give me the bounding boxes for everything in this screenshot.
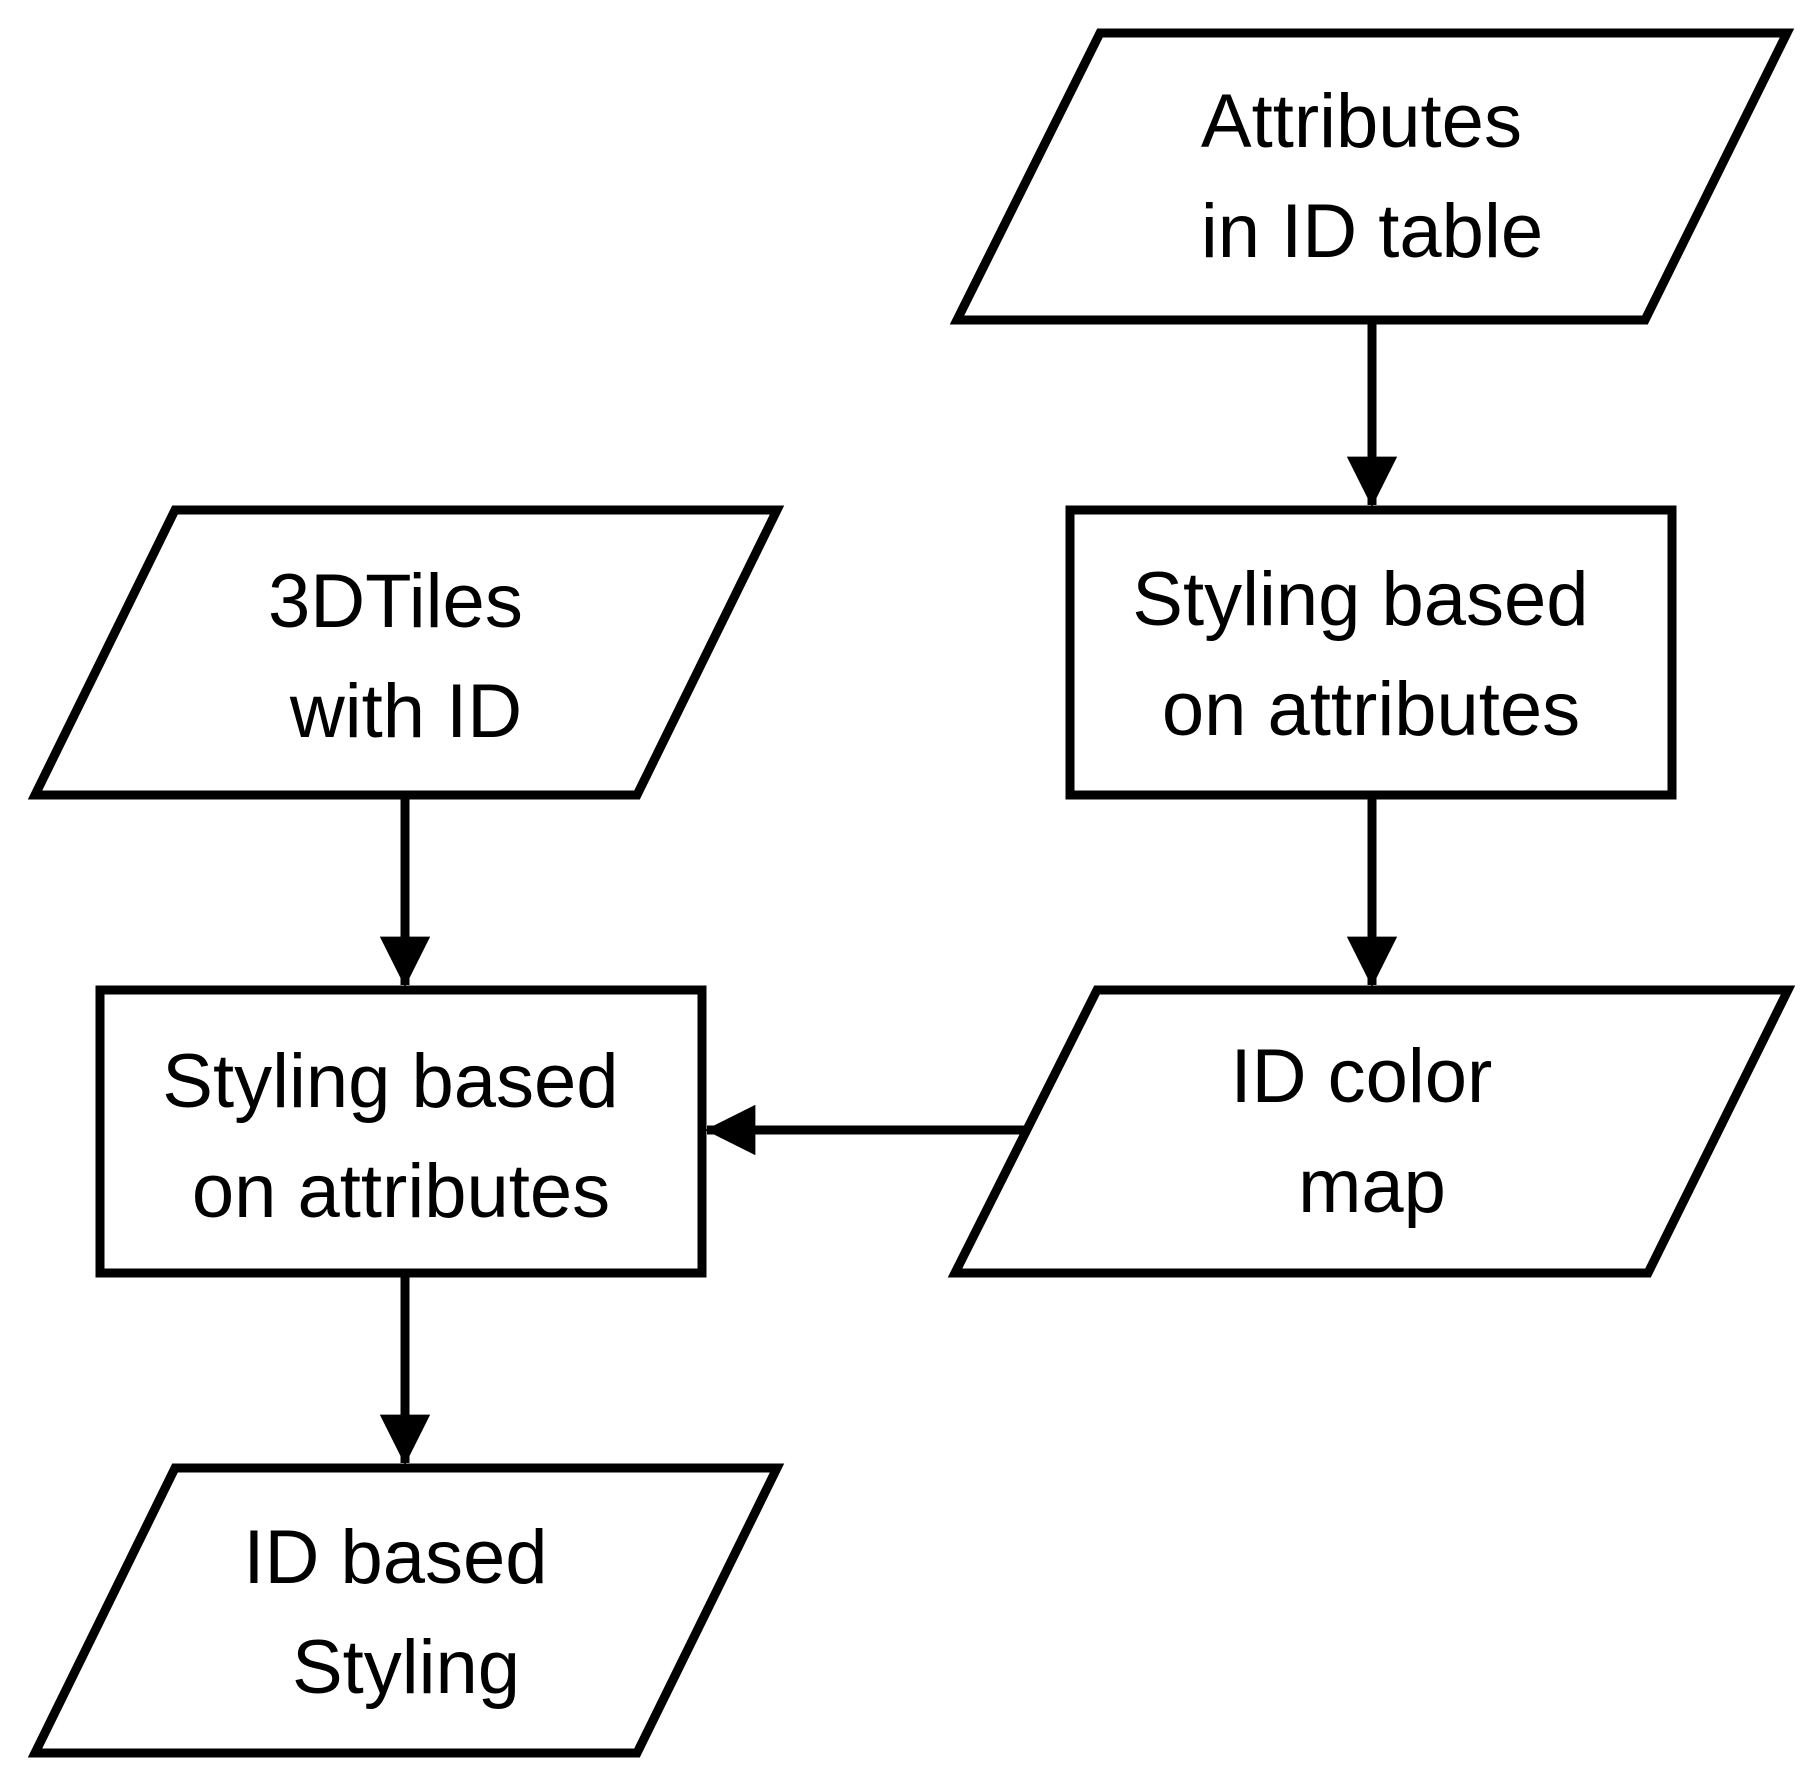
node-id-based-styling: ID based Styling [27, 1463, 785, 1758]
id-color-map-shape [947, 985, 1796, 1278]
node-styling-based-on-attributes-left: Styling based on attributes [95, 985, 707, 1278]
node-id-color-map: ID color map [947, 985, 1796, 1278]
styling-based-on-attributes-right-shape [1065, 505, 1677, 800]
attributes-in-id-table-shape [949, 28, 1795, 325]
styling-based-on-attributes-right-label: Styling based on attributes [1132, 557, 1609, 752]
attributes-in-id-table-label: Attributes in ID table [1201, 79, 1543, 274]
node-attributes-in-id-table: Attributes in ID table [949, 28, 1795, 325]
node-3dtiles-with-id: 3DTiles with ID [27, 505, 785, 800]
3dtiles-with-id-shape [27, 505, 785, 800]
id-color-map-label: ID color map [1231, 1034, 1514, 1229]
id-based-styling-shape [27, 1463, 785, 1758]
3dtiles-with-id-label: 3DTiles with ID [268, 559, 544, 754]
styling-based-on-attributes-left-label: Styling based on attributes [162, 1039, 639, 1234]
id-based-styling-label: ID based Styling [243, 1515, 568, 1710]
node-styling-based-on-attributes-right: Styling based on attributes [1065, 505, 1677, 800]
